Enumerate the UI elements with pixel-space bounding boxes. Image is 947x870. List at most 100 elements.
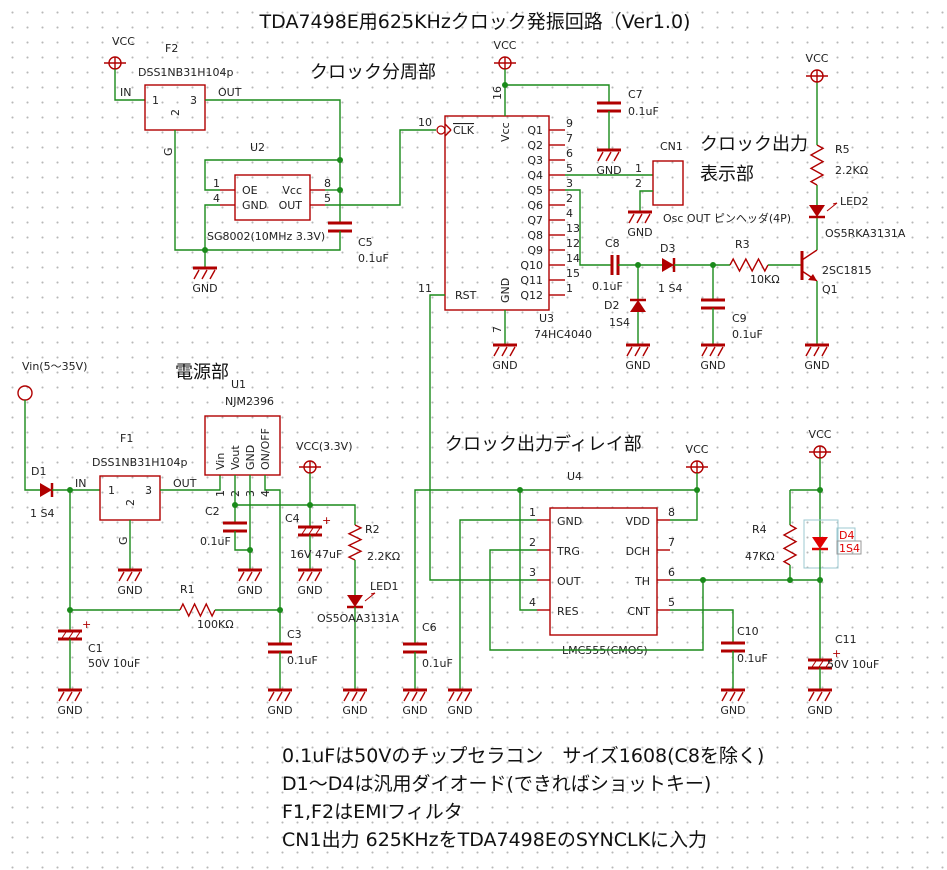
capacitor-hatch — [301, 527, 307, 535]
schematic-title: TDA7498E用625KHzクロック発振回路（Ver1.0) — [259, 11, 691, 33]
pin-number: 3 — [190, 94, 197, 107]
ground-hatch — [276, 691, 283, 702]
vcc-label: VCC — [809, 428, 832, 441]
ground-hatch — [74, 691, 81, 702]
c1-value: 50V 10uF — [88, 657, 140, 670]
c2-ref: C2 — [205, 505, 220, 518]
q1-value: 2SC1815 — [822, 264, 872, 277]
gnd-label: GND — [237, 584, 262, 597]
r3-value: 10KΩ — [750, 273, 780, 286]
u1-pin-name: ON/OFF — [259, 428, 272, 470]
u2-pin-name: Vcc — [282, 184, 302, 197]
ground-hatch — [118, 571, 125, 582]
c5-ref: C5 — [358, 236, 373, 249]
gnd-label: GND — [596, 164, 621, 177]
note-line: 0.1uFは50Vのチップセラコン サイズ1608(C8を除く) — [282, 745, 764, 767]
wire — [505, 84, 610, 103]
vin-label: Vin(5～35V) — [22, 360, 87, 373]
vcc-label: VCC — [686, 443, 709, 456]
f1-pin-g: G — [117, 536, 130, 545]
wire — [325, 129, 436, 206]
u4-pin-name: RES — [557, 605, 579, 618]
vin-terminal-icon — [17, 385, 33, 401]
note-line: F1,F2はEMIフィルタ — [282, 801, 463, 823]
d4-selection-box — [803, 519, 839, 569]
c11-value: 50V 10uF — [827, 658, 879, 671]
led1-value: OS5OAA3131A — [317, 612, 399, 625]
f2-pin-in: IN — [120, 86, 131, 99]
ground-hatch — [721, 691, 728, 702]
ground-hatch — [343, 691, 350, 702]
ground-hatch — [268, 691, 275, 702]
ground-hatch — [509, 346, 516, 357]
d4-value: 1S4 — [839, 542, 860, 555]
gnd-label: GND — [627, 226, 652, 239]
pin-number: 4 — [259, 490, 272, 497]
u3-pin-gnd: GND — [499, 278, 512, 303]
wire — [24, 400, 40, 491]
pin-number: 4 — [566, 207, 573, 220]
junction-dot — [202, 247, 208, 253]
pin-number: 3 — [145, 484, 152, 497]
pin-number: 15 — [566, 267, 580, 280]
ground-hatch — [709, 346, 716, 357]
ground-hatch — [238, 571, 245, 582]
u3-output-name: Q10 — [520, 259, 543, 272]
led-light-arrow-icon — [364, 592, 376, 602]
ground-hatch — [246, 571, 253, 582]
c4-ref: C4 — [285, 512, 300, 525]
r2-ref: R2 — [365, 523, 380, 536]
note-line: CN1出力 625KHzをTDA7498EのSYNCLKに入力 — [282, 829, 707, 851]
u1-pin-name: GND — [244, 445, 257, 470]
pin-number: 3 — [566, 177, 573, 190]
capacitor-hatch — [818, 660, 824, 668]
c1-ref: C1 — [88, 642, 103, 655]
u3-output-name: Q11 — [520, 274, 543, 287]
resistor-zigzag — [782, 524, 798, 566]
d1-value: 1 S4 — [30, 507, 54, 520]
pin-number: 12 — [566, 237, 580, 250]
pin-number: 1 — [635, 162, 642, 175]
ground-hatch — [613, 151, 620, 162]
capacitor-hatch — [68, 631, 74, 639]
f1-pin-in: IN — [75, 477, 86, 490]
vcc-label: VCC — [112, 35, 135, 48]
pin-number: 5 — [324, 192, 331, 205]
u3-output-name: Q1 — [527, 124, 543, 137]
u3-output-name: Q12 — [520, 289, 543, 302]
pin-number: 2 — [169, 109, 182, 116]
capacitor-hatch — [75, 631, 81, 639]
cn1-ref: CN1 — [660, 140, 683, 153]
u4-pin-name: VDD — [626, 515, 650, 528]
ground-hatch — [634, 346, 641, 357]
u3-output-name: Q9 — [527, 244, 543, 257]
u2-oscillator — [234, 174, 311, 221]
wire — [565, 189, 612, 266]
pin-number: 7 — [491, 326, 504, 333]
resistor-zigzag — [729, 257, 769, 273]
u1-pin-name: Vin — [214, 453, 227, 470]
ground-hatch — [456, 691, 463, 702]
pin-number: 1 — [213, 177, 220, 190]
f2-pin-g: G — [162, 147, 175, 156]
pin-number: 4 — [529, 596, 536, 609]
clock-edge-icon — [444, 123, 452, 131]
ground-hatch — [816, 691, 823, 702]
u1-regulator — [204, 415, 281, 476]
section-power-label: 電源部 — [175, 362, 229, 383]
f2-emi-filter — [144, 84, 206, 131]
u4-pin-name: GND — [557, 515, 582, 528]
section-display-label-1: クロック出力 — [700, 134, 808, 155]
resistor-zigzag — [809, 144, 825, 186]
c10-ref: C10 — [737, 625, 759, 638]
ground-hatch — [642, 346, 649, 357]
c11-ref: C11 — [835, 633, 857, 646]
gnd-label: GND — [807, 704, 832, 717]
r2-value: 2.2KΩ — [367, 550, 400, 563]
d3-value: 1 S4 — [658, 282, 682, 295]
pin-number: 6 — [668, 566, 675, 579]
ground-hatch — [808, 691, 815, 702]
ground-hatch — [351, 691, 358, 702]
u3-value: 74HC4040 — [534, 328, 592, 341]
